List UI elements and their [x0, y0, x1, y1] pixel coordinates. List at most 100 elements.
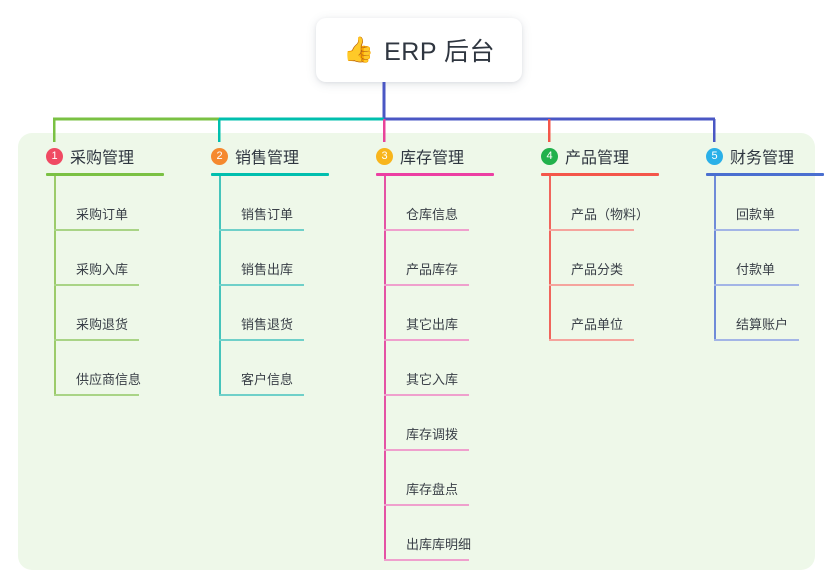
branch-header-财务管理[interactable]: 5 财务管理: [684, 145, 839, 167]
branch-item-label: 其它出库: [406, 317, 459, 332]
branch-item[interactable]: 采购订单: [54, 176, 189, 231]
branch-item-underline: [54, 229, 139, 231]
branch-number-badge: 3: [376, 147, 393, 165]
branch-header-库存管理[interactable]: 3 库存管理: [354, 145, 519, 167]
root-node-erp-backend[interactable]: 👍 ERP 后台: [316, 18, 522, 82]
branch-item[interactable]: 销售退货: [219, 286, 354, 341]
branch-item-underline: [384, 394, 469, 396]
branch-header-underline: [376, 173, 494, 176]
branch-item[interactable]: 其它入库: [384, 341, 519, 396]
branch-item[interactable]: 库存盘点: [384, 451, 519, 506]
branch-header-underline: [46, 173, 164, 176]
branch-stem-line: [54, 176, 56, 396]
branch-item-label: 采购入库: [76, 262, 129, 277]
branch-item-underline: [219, 394, 304, 396]
branch-item-underline: [384, 504, 469, 506]
branch-item-underline: [384, 339, 469, 341]
branch-header-产品管理[interactable]: 4 产品管理: [519, 145, 684, 167]
branch-number-badge: 2: [211, 147, 228, 165]
branch-item[interactable]: 其它出库: [384, 286, 519, 341]
branch-item-underline: [384, 284, 469, 286]
branch-item-underline: [384, 229, 469, 231]
branch-header-采购管理[interactable]: 1 采购管理: [24, 145, 189, 167]
branch-item-underline: [54, 394, 139, 396]
branch-item-underline: [549, 284, 634, 286]
branch-item[interactable]: 结算账户: [714, 286, 839, 341]
thumbs-up-icon: 👍: [342, 35, 375, 64]
branch-header-underline: [706, 173, 824, 176]
branch-item[interactable]: 销售订单: [219, 176, 354, 231]
branch-stem-line: [219, 176, 221, 396]
branch-header-underline: [211, 173, 329, 176]
branches-panel: [18, 133, 815, 570]
branch-item[interactable]: 产品（物料）: [549, 176, 684, 231]
branch-item-label: 产品单位: [571, 317, 624, 332]
branch-item-label: 回款单: [736, 207, 776, 222]
branch-title: 采购管理: [70, 150, 135, 167]
branch-item-label: 供应商信息: [76, 372, 142, 387]
branch-item[interactable]: 客户信息: [219, 341, 354, 396]
branch-item-label: 销售出库: [241, 262, 294, 277]
branch-item[interactable]: 供应商信息: [54, 341, 189, 396]
branch-item-label: 仓库信息: [406, 207, 459, 222]
branch-item-underline: [714, 339, 799, 341]
branch-item-underline: [219, 339, 304, 341]
branch-number-badge: 4: [541, 147, 558, 165]
branch-item-label: 采购退货: [76, 317, 129, 332]
branch-stem-line: [384, 176, 386, 561]
branch-title: 产品管理: [565, 150, 630, 167]
branch-column-财务管理: 5 财务管理回款单付款单结算账户: [684, 145, 839, 341]
branch-item-list: 仓库信息产品库存其它出库其它入库库存调拨库存盘点出库库明细: [384, 176, 519, 561]
branch-item-underline: [714, 284, 799, 286]
branch-item-list: 销售订单销售出库销售退货客户信息: [219, 176, 354, 396]
branch-item-label: 客户信息: [241, 372, 294, 387]
branch-item[interactable]: 库存调拨: [384, 396, 519, 451]
branch-item[interactable]: 产品单位: [549, 286, 684, 341]
branch-number-badge: 1: [46, 147, 63, 165]
root-node-title: ERP 后台: [384, 38, 496, 66]
branch-item-label: 库存盘点: [406, 482, 459, 497]
branch-item-label: 出库库明细: [406, 537, 472, 552]
branch-item[interactable]: 采购退货: [54, 286, 189, 341]
branch-item-label: 其它入库: [406, 372, 459, 387]
branch-item-label: 销售订单: [241, 207, 294, 222]
branch-item-underline: [384, 449, 469, 451]
branch-column-产品管理: 4 产品管理产品（物料） 产品分类产品单位: [519, 145, 684, 341]
branch-item[interactable]: 出库库明细: [384, 506, 519, 561]
branch-item-label: 采购订单: [76, 207, 129, 222]
branch-item-list: 回款单付款单结算账户: [714, 176, 839, 341]
branch-item-underline: [384, 559, 469, 561]
branch-item-list: 采购订单采购入库采购退货供应商信息: [54, 176, 189, 396]
branch-item-underline: [219, 284, 304, 286]
branch-item-underline: [219, 229, 304, 231]
branch-item-underline: [549, 229, 634, 231]
branch-item-underline: [714, 229, 799, 231]
branch-title: 财务管理: [730, 150, 795, 167]
branch-item[interactable]: 采购入库: [54, 231, 189, 286]
branch-item[interactable]: 回款单: [714, 176, 839, 231]
branch-number-badge: 5: [706, 147, 723, 165]
branch-item-underline: [54, 339, 139, 341]
branch-item-underline: [54, 284, 139, 286]
branch-column-库存管理: 3 库存管理仓库信息产品库存其它出库其它入库库存调拨库存盘点出库库明细: [354, 145, 519, 561]
branch-item[interactable]: 付款单: [714, 231, 839, 286]
branch-item-label: 库存调拨: [406, 427, 459, 442]
branch-item[interactable]: 仓库信息: [384, 176, 519, 231]
branch-item[interactable]: 产品分类: [549, 231, 684, 286]
branch-item-label: 产品库存: [406, 262, 459, 277]
branch-stem-line: [714, 176, 716, 341]
branch-item-label: 产品分类: [571, 262, 624, 277]
branch-item-label: 销售退货: [241, 317, 294, 332]
branch-item-list: 产品（物料） 产品分类产品单位: [549, 176, 684, 341]
branch-title: 库存管理: [400, 150, 465, 167]
branch-item[interactable]: 产品库存: [384, 231, 519, 286]
branch-stem-line: [549, 176, 551, 341]
branch-item-label: 结算账户: [736, 317, 789, 332]
branch-item[interactable]: 销售出库: [219, 231, 354, 286]
branch-item-underline: [549, 339, 634, 341]
branch-header-underline: [541, 173, 659, 176]
